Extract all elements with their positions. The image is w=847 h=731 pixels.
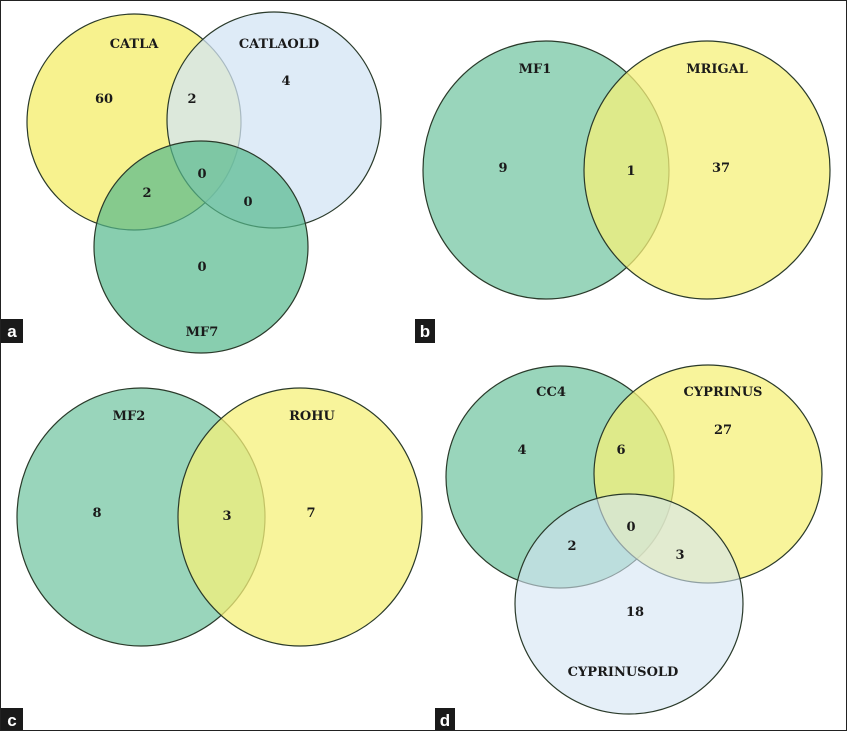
region-count: 0 [243, 195, 252, 210]
set-label: ROHU [289, 409, 335, 424]
set-label: CYPRINUSOLD [568, 665, 679, 680]
region-count: 2 [567, 539, 576, 554]
panel-c: MF2 ROHU 8 3 7 c [1, 387, 423, 730]
region-count: 0 [197, 260, 206, 275]
region-count: 27 [714, 423, 732, 438]
panel-tag-bg [1, 319, 23, 343]
region-count: 0 [197, 167, 206, 182]
region-count: 1 [626, 164, 635, 179]
set-label: CYPRINUS [684, 385, 763, 400]
region-count: 6 [616, 443, 625, 458]
region-count: 9 [498, 161, 507, 176]
region-count: 3 [675, 548, 684, 563]
region-count: 7 [306, 506, 315, 521]
set-label: MRIGAL [686, 62, 748, 77]
region-count: 4 [281, 74, 290, 89]
region-count: 4 [517, 443, 526, 458]
panel-tag: b [420, 322, 430, 341]
set-label: CATLA [110, 37, 160, 52]
region-count: 0 [626, 520, 635, 535]
panel-tag: a [7, 322, 17, 341]
region-count: 3 [222, 509, 231, 524]
set-label: MF7 [186, 325, 219, 340]
region-count: 18 [626, 605, 644, 620]
panel-b: MF1 MRIGAL 9 1 37 b [415, 40, 831, 343]
set-label: MF1 [519, 62, 552, 77]
set-label: CC4 [536, 385, 566, 400]
panel-a: CATLA CATLAOLD MF7 60 2 4 0 2 0 0 a [1, 11, 382, 354]
panel-tag-bg [1, 708, 23, 730]
set-circle-mf7 [93, 140, 309, 354]
region-count: 60 [95, 92, 113, 107]
region-count: 2 [187, 92, 196, 107]
panel-d: CC4 CYPRINUS CYPRINUSOLD 4 6 27 0 2 3 18… [435, 364, 823, 730]
set-circle-cyprinusold [514, 493, 744, 715]
set-circle-mrigal [583, 40, 831, 300]
panel-tag-bg [435, 708, 455, 730]
region-count: 2 [142, 186, 151, 201]
region-count: 8 [92, 506, 101, 521]
region-count: 37 [712, 161, 730, 176]
set-label: CATLAOLD [239, 37, 319, 52]
panel-tag: c [7, 711, 16, 730]
set-label: MF2 [113, 409, 146, 424]
set-circle-rohu [177, 387, 423, 647]
panel-tag: d [440, 711, 450, 730]
panel-tag-bg [415, 319, 435, 343]
